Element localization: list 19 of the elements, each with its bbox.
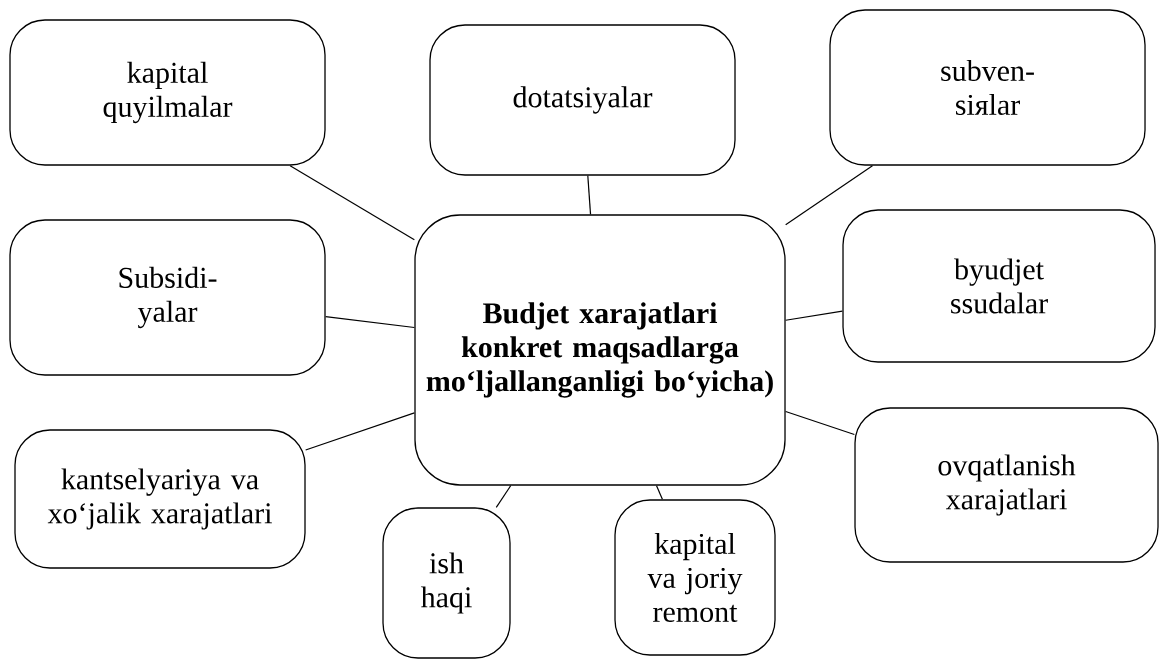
rounded-box: kantselyariya va xo‘jalik xarajatlari	[14, 429, 306, 569]
connector-line	[495, 485, 512, 508]
rounded-box: Subsidi- yalar	[9, 219, 326, 376]
rounded-box: ovqatlanish xarajatlari	[854, 407, 1159, 563]
rounded-box: kapital quyilmalar	[9, 19, 326, 166]
connector-line	[655, 485, 663, 500]
connector-line	[305, 412, 415, 451]
connector-line	[325, 316, 415, 329]
rounded-box: subven- siяlar	[829, 9, 1146, 166]
rounded-box: byudjet ssudalar	[842, 209, 1156, 363]
connector-line	[289, 165, 415, 241]
topic-box: Budjet xarajatlari konkret maqsadlarga mo‘ljallanganligi bo‘yicha)	[414, 214, 786, 486]
connector-line	[785, 165, 874, 226]
connector-line	[587, 175, 592, 215]
rounded-box: ish haqi	[382, 507, 511, 659]
connector-line	[785, 410, 855, 436]
connector-line	[785, 310, 843, 321]
rounded-box: dotatsiyalar	[429, 24, 736, 176]
rounded-box: kapital va joriy remont	[614, 499, 776, 656]
